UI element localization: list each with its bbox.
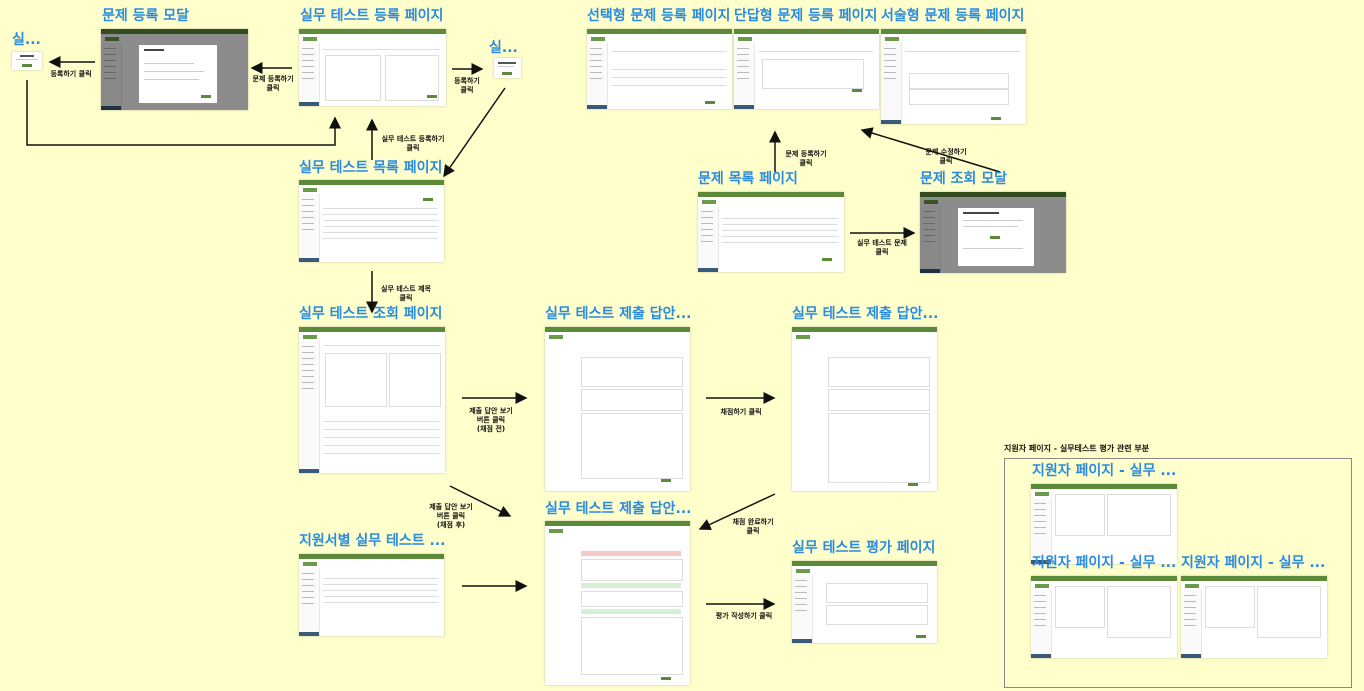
- title-essay-register: 서술형 문제 등록 페이지: [881, 8, 1025, 24]
- applicant-group-label: 지원자 페이지 - 실무테스트 평가 관련 부분: [1004, 444, 1150, 453]
- thumb-evaluation-page[interactable]: [792, 561, 937, 643]
- title-practical-view-page: 실무 테스트 조회 페이지: [299, 306, 443, 322]
- applicant-group-frame: [1004, 458, 1352, 688]
- label-grading-click: 채점하기 클릭: [720, 408, 762, 416]
- thumb-question-view-modal[interactable]: [920, 192, 1066, 273]
- title-answer-page-3: 실무 테스트 제출 답안...: [545, 501, 692, 517]
- title-applicant-1: 지원자 페이지 - 실무 ...: [1032, 463, 1177, 479]
- label-question-register-click: 문제 등록하기 클릭: [252, 75, 294, 92]
- thumb-by-applicant[interactable]: [299, 554, 444, 636]
- arrow-view-to-answer3: [449, 485, 512, 517]
- title-applicant-2: 지원자 페이지 - 실무 ...: [1032, 555, 1177, 571]
- title-answer-page-1: 실무 테스트 제출 답안...: [545, 306, 692, 322]
- title-evaluation-page: 실무 테스트 평가 페이지: [792, 540, 936, 556]
- title-practical-list-page: 실무 테스트 목록 페이지: [299, 160, 443, 176]
- title-answer-page-2: 실무 테스트 제출 답안...: [792, 306, 939, 322]
- arrow-right-to-list: [443, 87, 506, 178]
- label-register-click-left: 등록하기 클릭: [50, 70, 92, 78]
- thumb-modal-register[interactable]: [101, 29, 248, 110]
- title-choice-register: 선택형 문제 등록 페이지: [587, 8, 731, 24]
- thumb-answer-page-1[interactable]: [545, 327, 690, 491]
- label-answer-view-after: 제출 답안 보기 버튼 클릭 (채점 후): [429, 503, 473, 529]
- arrow-modal-to-register: [860, 127, 1001, 173]
- label-question-edit-click: 문제 수정하기 클릭: [925, 148, 967, 165]
- thumb-applicant-1[interactable]: [1031, 484, 1177, 564]
- thumb-question-list-page[interactable]: [698, 192, 844, 272]
- thumb-choice-register[interactable]: [587, 29, 732, 109]
- title-short-register: 단답형 문제 등록 페이지: [734, 8, 878, 24]
- thumb-short-register[interactable]: [734, 29, 879, 109]
- label-question-register-click-2: 문제 등록하기 클릭: [785, 150, 827, 167]
- label-register-click-right: 등록하기 클릭: [454, 77, 480, 94]
- thumb-applicant-3[interactable]: [1181, 576, 1327, 658]
- title-right-small: 실...: [489, 40, 518, 56]
- arrow-left-loop: [26, 80, 341, 146]
- label-evaluation-write-click: 평가 작성하기 클릭: [715, 612, 773, 620]
- thumb-answer-page-2[interactable]: [792, 327, 937, 491]
- thumb-practical-list-page[interactable]: [299, 180, 444, 262]
- label-practical-title-click: 실무 테스트 제목 클릭: [381, 285, 431, 302]
- label-practical-register-click: 실무 테스트 등록하기 클릭: [381, 135, 445, 152]
- thumb-practical-view-page[interactable]: [299, 327, 445, 473]
- thumb-right-small[interactable]: [494, 58, 521, 78]
- title-question-view-modal: 문제 조회 모달: [920, 171, 1008, 187]
- label-practical-question-click: 실무 테스트 문제 클릭: [857, 239, 907, 256]
- title-modal-register: 문제 등록 모달: [102, 8, 190, 24]
- title-practical-register-page: 실무 테스트 등록 페이지: [300, 8, 444, 24]
- title-question-list-page: 문제 목록 페이지: [698, 171, 798, 187]
- thumb-answer-page-3[interactable]: [545, 521, 690, 685]
- label-grading-done-click: 채점 완료하기 클릭: [732, 518, 774, 535]
- thumb-practical-register-page[interactable]: [299, 29, 446, 106]
- arrow-answer2-to-answer3: [698, 493, 776, 530]
- title-by-applicant: 지원서별 실무 테스트 ...: [299, 533, 446, 549]
- thumb-essay-register[interactable]: [881, 29, 1026, 124]
- label-answer-view-before: 제출 답안 보기 버튼 클릭 (채점 전): [469, 407, 513, 433]
- title-left-small: 실...: [12, 32, 41, 48]
- title-applicant-3: 지원자 페이지 - 실무 ...: [1181, 555, 1326, 571]
- thumb-applicant-2[interactable]: [1031, 576, 1177, 658]
- thumb-left-small[interactable]: [12, 52, 42, 70]
